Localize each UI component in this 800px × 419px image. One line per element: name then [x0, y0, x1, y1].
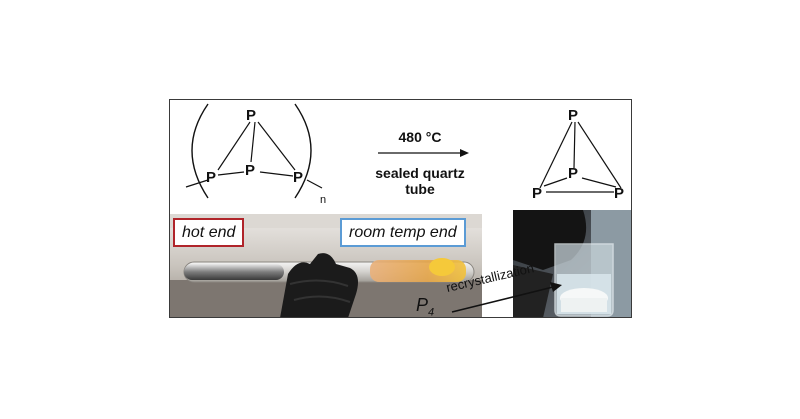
bond: [581, 177, 617, 188]
tube-photo-drawing: [170, 214, 482, 317]
atom-p-center: P: [245, 162, 256, 179]
product-atom-left: P: [532, 185, 543, 202]
bond: [259, 171, 294, 177]
bond: [257, 121, 296, 171]
tube-photo: [170, 214, 482, 317]
bond: [217, 121, 251, 171]
bond: [573, 121, 576, 169]
repeat-subscript: n: [320, 194, 327, 206]
arrow-head: [460, 149, 469, 157]
left-paren: [191, 103, 209, 199]
bond: [543, 177, 568, 187]
product-atom-right: P: [614, 185, 625, 202]
product-atom-center: P: [568, 165, 579, 182]
bond: [250, 121, 256, 163]
condition-temperature: 480 °C: [398, 129, 442, 145]
figure-frame: P P P P n 480 °C sealed quartz tube P P …: [169, 99, 632, 318]
p4-subscript: 4: [428, 306, 435, 318]
right-paren: [294, 103, 312, 199]
reactant-structure: [185, 103, 622, 199]
p4-label: P4: [416, 295, 435, 318]
room-temp-end-label: room temp end: [340, 218, 466, 248]
bond: [539, 121, 573, 189]
hot-end-label: hot end: [173, 218, 245, 248]
atom-p-left: P: [206, 169, 217, 186]
bond: [577, 121, 622, 189]
atom-p-right: P: [293, 169, 304, 186]
bond: [185, 179, 209, 188]
bond: [306, 179, 323, 189]
bond: [217, 171, 245, 176]
p4-base: P: [416, 295, 429, 315]
product-atom-top: P: [568, 107, 579, 124]
crystals-photo-drawing: [513, 210, 631, 317]
condition-line-2: tube: [405, 181, 435, 197]
crystals-photo: [513, 210, 631, 317]
atom-p-top: P: [246, 107, 257, 124]
condition-line-1: sealed quartz: [375, 165, 465, 181]
recrystallization-arrow: [451, 282, 562, 313]
